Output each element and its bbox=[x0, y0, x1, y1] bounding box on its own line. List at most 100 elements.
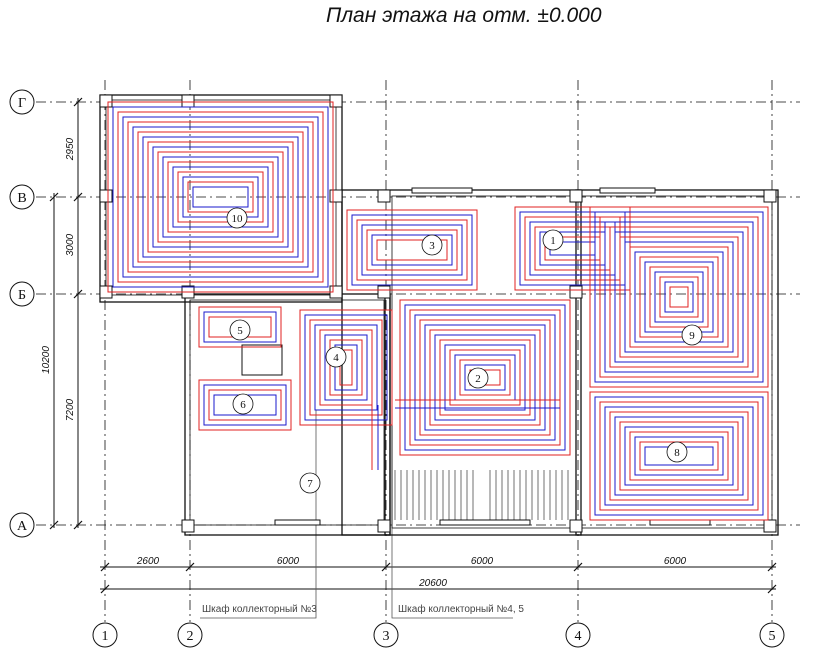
heating-pipe-loop bbox=[629, 431, 729, 481]
heating-pipe-loop bbox=[399, 299, 571, 456]
heating-pipe-loop bbox=[619, 421, 739, 491]
dimension-label: 6000 bbox=[471, 556, 494, 567]
heating-pipe-loop bbox=[624, 426, 734, 486]
room-number: 3 bbox=[429, 240, 435, 252]
axis-bubble bbox=[177, 622, 203, 648]
heating-pipe-loop bbox=[339, 349, 353, 386]
dimension-tick bbox=[73, 289, 83, 299]
axis-label-row: Г bbox=[18, 96, 26, 111]
heating-pipe-loop bbox=[127, 121, 314, 273]
heating-pipe-loop bbox=[419, 319, 551, 436]
collector-cabinet-note: Шкаф коллекторный №4, 5 bbox=[398, 603, 524, 615]
dimension-tick bbox=[49, 192, 59, 202]
room-number: 6 bbox=[240, 399, 246, 411]
room-marker bbox=[681, 324, 703, 346]
heating-pipe-loop bbox=[187, 181, 254, 213]
heating-pipe-loop bbox=[609, 226, 749, 368]
heating-pipe-loop bbox=[594, 211, 764, 383]
heating-pipe-loop bbox=[434, 334, 536, 421]
room-marker bbox=[325, 346, 347, 368]
heating-pipe-loop bbox=[304, 314, 388, 421]
column bbox=[377, 189, 391, 203]
column bbox=[99, 94, 113, 108]
room-marker bbox=[226, 207, 248, 229]
heating-pipe-loop bbox=[589, 206, 769, 388]
heating-pipe-loop bbox=[659, 276, 699, 318]
dimension-label: 6000 bbox=[277, 556, 300, 567]
window bbox=[599, 187, 656, 194]
room-marker bbox=[542, 229, 564, 251]
heating-pipe-loop bbox=[117, 111, 324, 283]
column bbox=[329, 94, 343, 108]
column bbox=[377, 285, 391, 299]
dimension-label: 3000 bbox=[65, 233, 76, 256]
wall bbox=[99, 94, 343, 303]
window bbox=[649, 519, 711, 526]
window bbox=[411, 187, 473, 194]
heating-pipe-loop bbox=[147, 141, 294, 253]
heating-pipe-loop bbox=[614, 416, 744, 496]
heating-pipe-loop bbox=[519, 211, 626, 286]
heating-pipe-loop bbox=[424, 324, 546, 431]
room-number: 2 bbox=[475, 373, 481, 385]
room-marker bbox=[421, 234, 443, 256]
leader-line bbox=[200, 410, 317, 619]
heating-pipe-loop bbox=[514, 206, 631, 291]
heating-pipe-loop bbox=[346, 209, 478, 291]
heating-pipe-loop bbox=[634, 251, 724, 343]
heating-pipe-loop bbox=[112, 106, 329, 288]
heating-pipe-loop bbox=[459, 359, 511, 396]
axis-label-column: 2 bbox=[187, 629, 194, 644]
axis-bubble bbox=[373, 622, 399, 648]
room-marker bbox=[299, 472, 321, 494]
heating-pipe-loop bbox=[654, 271, 704, 323]
heating-pipe-loop bbox=[624, 241, 734, 353]
room-number: 9 bbox=[689, 330, 695, 342]
heating-pipe-loop bbox=[192, 186, 249, 208]
column bbox=[181, 519, 195, 533]
column bbox=[329, 189, 343, 203]
dimension-tick bbox=[49, 520, 59, 530]
axis-label-column: 3 bbox=[383, 629, 390, 644]
wall-inner bbox=[189, 299, 385, 526]
heating-pipe-loop bbox=[529, 221, 616, 276]
heating-pipe-loop bbox=[361, 224, 463, 276]
column bbox=[569, 519, 583, 533]
heating-pipe-loop bbox=[351, 214, 473, 286]
axis-bubble bbox=[9, 184, 35, 210]
column bbox=[377, 519, 391, 533]
heating-pipe-loop bbox=[107, 101, 334, 293]
heating-pipe-loop bbox=[319, 329, 373, 406]
heating-pipe-loop bbox=[444, 344, 526, 411]
axis-bubble bbox=[9, 89, 35, 115]
dimension-label: 2600 bbox=[136, 556, 160, 567]
heating-pipe-loop bbox=[609, 411, 749, 501]
column bbox=[99, 189, 113, 203]
dimension-tick bbox=[73, 97, 83, 107]
heating-pipe-loop bbox=[203, 311, 277, 343]
heating-pipe-loop bbox=[589, 391, 769, 521]
axis-label-column: 1 bbox=[102, 629, 109, 644]
heating-pipe-loop bbox=[203, 384, 287, 426]
room-marker bbox=[666, 441, 688, 463]
heating-pipe-loop bbox=[376, 239, 448, 261]
room-number: 10 bbox=[232, 213, 244, 225]
dimension-tick bbox=[73, 520, 83, 530]
heating-pipe-loop bbox=[639, 256, 719, 338]
heating-pipe-loop bbox=[464, 364, 506, 391]
axis-bubble bbox=[9, 512, 35, 538]
heating-pipe-loop bbox=[414, 314, 556, 441]
heating-pipe-loop bbox=[137, 131, 304, 263]
heating-pipe-loop bbox=[634, 436, 724, 476]
heating-pipe-loop bbox=[142, 136, 299, 258]
heating-pipe-loop bbox=[599, 401, 759, 511]
axis-bubble bbox=[759, 622, 785, 648]
heating-pipe-loop bbox=[299, 309, 393, 426]
heating-pipe-loop bbox=[604, 406, 754, 506]
column bbox=[569, 189, 583, 203]
column bbox=[763, 189, 777, 203]
room-marker bbox=[467, 367, 489, 389]
heating-pipe-loop bbox=[172, 166, 269, 228]
heating-pipe-loop bbox=[371, 234, 453, 266]
